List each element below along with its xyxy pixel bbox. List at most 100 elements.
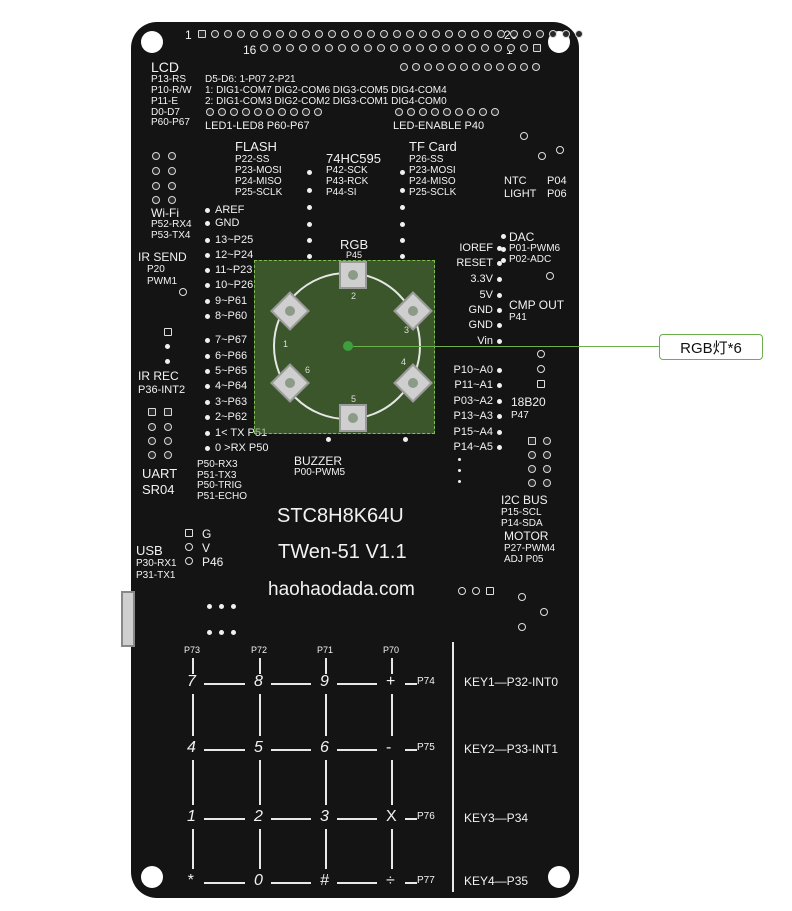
header-row-2 xyxy=(260,44,541,52)
keypad-col-line xyxy=(192,829,194,869)
i2c-pins xyxy=(528,451,551,459)
keypad-key: 1 xyxy=(187,808,196,825)
keypad-col-line xyxy=(325,694,327,736)
i2c-pins xyxy=(528,479,551,487)
keypad-col-label: P72 xyxy=(251,645,268,655)
analog-pin-dot xyxy=(497,368,502,373)
hc-dot xyxy=(400,188,405,193)
left-pin-dot xyxy=(205,314,210,319)
left-pin-dot xyxy=(205,384,210,389)
wifi-line: P52-RX4 xyxy=(151,219,192,230)
tf-line: P25-SCLK xyxy=(409,187,457,198)
power-pin-label: 5V xyxy=(479,289,493,301)
motor-pad xyxy=(540,608,548,616)
analog-pin-label: P13~A3 xyxy=(453,410,493,422)
left-pin-label: 1< TX P51 xyxy=(215,427,268,439)
hc595-title: 74HC595 xyxy=(326,151,381,166)
left-pin-dot xyxy=(205,299,210,304)
keypad-row-pin: P77 xyxy=(417,875,435,886)
site-pad xyxy=(458,587,466,595)
ds18b20-pad xyxy=(537,350,545,358)
left-flash-dot xyxy=(307,238,312,243)
keypad-row-pin: P76 xyxy=(417,811,435,822)
keypad-col-line xyxy=(259,658,261,674)
analog-extra-dot xyxy=(458,469,461,472)
dac-pad xyxy=(501,247,506,252)
keypad-row-line xyxy=(337,818,377,820)
keypad-row-line xyxy=(405,683,417,685)
chip-site: haohaodada.com xyxy=(268,579,415,600)
key2-label: KEY2—P33-INT1 xyxy=(464,742,559,756)
buzzer-pad xyxy=(326,437,331,442)
left-pin-label: 5~P65 xyxy=(215,365,248,377)
left-pin-dot xyxy=(205,338,210,343)
left-pin-label: 6~P66 xyxy=(215,350,248,362)
i2c-title: I2C BUS xyxy=(501,493,548,507)
keypad-key: - xyxy=(386,739,392,756)
left-flash-dot xyxy=(307,170,312,175)
keypad-row-line xyxy=(405,749,417,751)
keypad-divider xyxy=(452,642,454,892)
rgb-num: 1 xyxy=(283,339,289,349)
motor-title: MOTOR xyxy=(504,529,549,543)
keypad-key: 5 xyxy=(254,739,263,756)
rgb-num: 6 xyxy=(305,365,311,375)
left-pin-label: 4~P64 xyxy=(215,380,248,392)
left-pin-dot xyxy=(205,208,210,213)
uart-pins xyxy=(148,437,172,445)
keypad-col-label: P71 xyxy=(317,645,334,655)
lcd-title: LCD xyxy=(151,59,180,75)
usb-p46: P46 xyxy=(202,555,224,569)
wifi-line: P53-TX4 xyxy=(151,230,191,241)
light-pin: P06 xyxy=(547,188,567,200)
rgb-num: 3 xyxy=(404,325,410,335)
motor-pad xyxy=(518,623,526,631)
ds18b20-pad xyxy=(537,380,545,388)
ntc-pad xyxy=(520,132,528,140)
dac-pad xyxy=(501,234,506,239)
keypad-col-line xyxy=(325,760,327,805)
analog-pin-label: P10~A0 xyxy=(453,364,493,376)
uart-line: P50-RX3 xyxy=(197,459,238,470)
power-pin-label: 3.3V xyxy=(470,273,493,285)
ir-send-pad xyxy=(179,288,187,296)
uart-pins xyxy=(148,423,172,431)
ds18b20-pad xyxy=(537,365,545,373)
analog-pin-label: P03~A2 xyxy=(453,395,493,407)
key4-label: KEY4—P35 xyxy=(464,874,529,888)
buzzer-line: P00-PWM5 xyxy=(294,467,346,478)
uart-pins xyxy=(148,451,172,459)
keypad-key: X xyxy=(386,808,397,825)
keypad-col-line xyxy=(259,760,261,805)
cmp-title: CMP OUT xyxy=(509,298,565,312)
keypad-row-line xyxy=(204,683,245,685)
power-pin-dot xyxy=(497,323,502,328)
left-flash-dot xyxy=(307,205,312,210)
wifi-title: Wi-Fi xyxy=(151,206,179,220)
keypad-row-line xyxy=(405,818,417,820)
keypad-col-line xyxy=(259,829,261,869)
led-enable-label: LED-ENABLE P40 xyxy=(393,120,485,132)
keypad-row-line xyxy=(337,749,377,751)
left-pin-label: GND xyxy=(215,217,240,229)
left-flash-dot xyxy=(307,188,312,193)
hc595-line: P42-SCK xyxy=(326,165,368,176)
uart-title2: SR04 xyxy=(142,482,175,497)
ntc-pin: P04 xyxy=(547,175,567,187)
p46-pad xyxy=(185,557,193,565)
led-label: LED1-LED8 P60-P67 xyxy=(205,120,310,132)
ir-rec-pad xyxy=(164,328,172,336)
left-pin-dot xyxy=(205,400,210,405)
flash-title: FLASH xyxy=(235,139,277,154)
keypad-key: + xyxy=(386,673,396,690)
hc-dot xyxy=(400,222,405,227)
uart-pins xyxy=(148,408,172,416)
ds18b20-title: 18B20 xyxy=(511,395,546,409)
ntc-pad xyxy=(538,152,546,160)
left-pin-dot xyxy=(205,253,210,258)
keypad-row-line xyxy=(271,683,311,685)
rgb-title: RGB xyxy=(340,237,369,252)
key3-label: KEY3—P34 xyxy=(464,811,529,825)
keypad-key: 8 xyxy=(254,673,263,690)
keypad-col-line xyxy=(391,694,393,736)
